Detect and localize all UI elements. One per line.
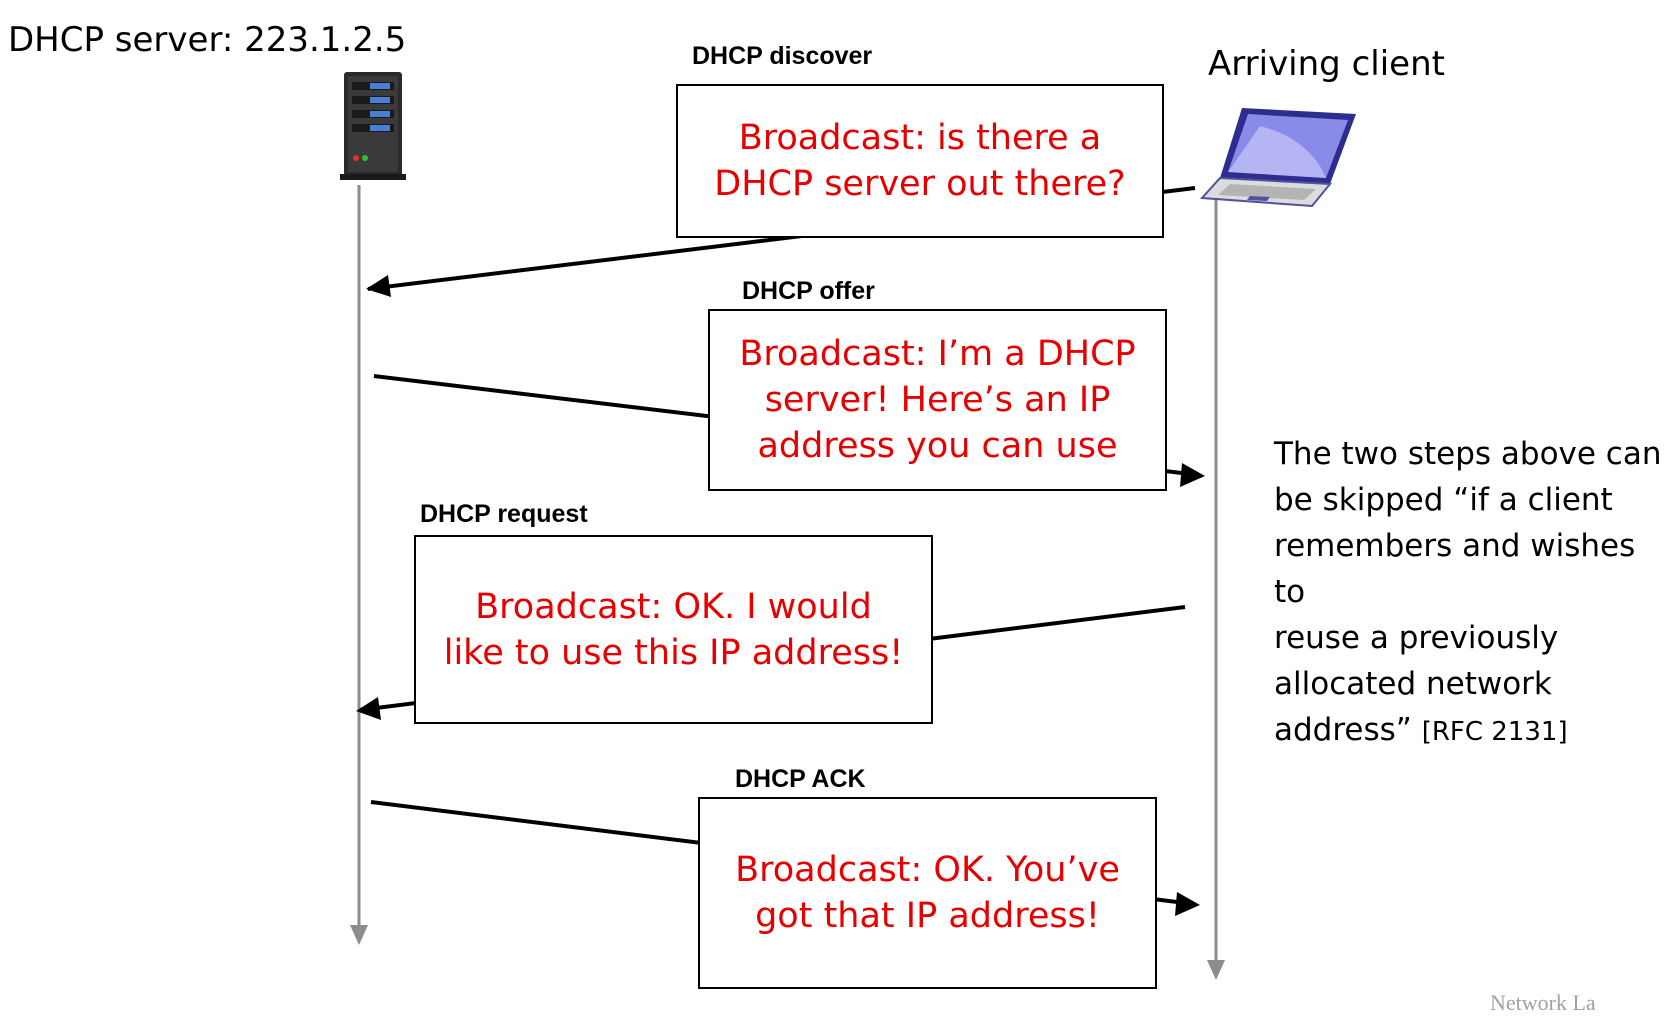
server-label: DHCP server: 223.1.2.5 [8,20,407,60]
discover-text-line: Broadcast: is there a [738,118,1102,158]
offer-text-line: server! Here’s an IP [764,380,1111,420]
request-text-line: Broadcast: OK. I would [475,586,872,627]
note-line: reuse a previously [1274,620,1559,656]
ack-text-line: got that IP address! [755,896,1100,936]
ack-arrowhead [1175,892,1200,916]
request-text-line: like to use this IP address! [443,632,904,673]
discover-label: DHCP discover [692,42,873,70]
server-icon [338,72,408,185]
discover-text-line: DHCP server out there? [714,164,1126,204]
offer-arrowhead [1180,463,1205,487]
offer-label: DHCP offer [742,277,875,305]
offer-text-line: address you can use [757,426,1118,466]
note-line: allocated network [1274,666,1552,702]
discover-arrowhead [366,275,391,297]
note-line: The two steps above can [1274,436,1662,472]
ack-message-box: Broadcast: OK. You’ve got that IP addres… [698,797,1157,989]
offer-text-line: Broadcast: I’m a DHCP [739,334,1136,374]
note-line: address” [1274,712,1412,748]
note-line: be skipped “if a client [1274,482,1613,518]
skip-note: The two steps above can be skipped “if a… [1274,431,1674,755]
note-line: remembers and wishes to [1274,528,1636,610]
discover-message-box: Broadcast: is there a DHCP server out th… [676,84,1164,238]
ack-label: DHCP ACK [735,765,866,793]
ack-text-line: Broadcast: OK. You’ve [735,850,1120,890]
laptop-icon [1199,106,1360,219]
request-label: DHCP request [420,500,588,528]
request-message-box: Broadcast: OK. I would like to use this … [414,535,933,724]
offer-message-box: Broadcast: I’m a DHCP server! Here’s an … [708,309,1167,491]
server-timeline [350,185,368,945]
request-arrowhead [356,697,381,720]
footer-text: Network La [1490,990,1596,1015]
rfc-citation: [RFC 2131] [1421,717,1568,747]
client-label: Arriving client [1208,44,1445,84]
client-timeline [1207,195,1225,980]
